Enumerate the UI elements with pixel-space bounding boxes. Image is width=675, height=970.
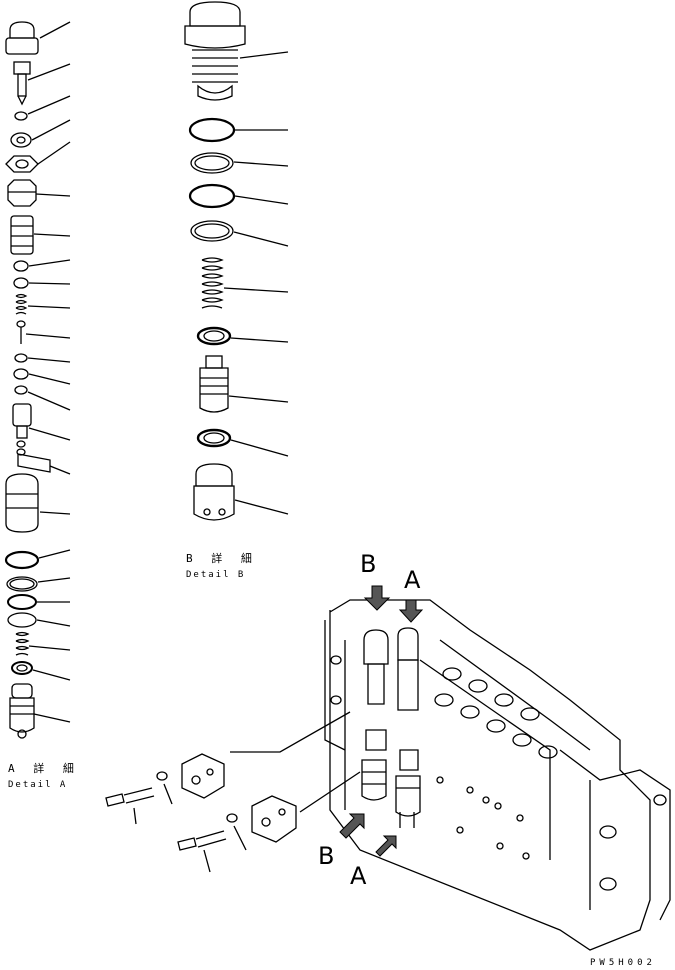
- view-label-b-top: B: [360, 550, 377, 578]
- installed-spool-b: [361, 629, 389, 801]
- part-a-needle: [16, 320, 71, 344]
- part-a-oring-9: [7, 594, 70, 610]
- part-a-ring-1: [14, 95, 71, 121]
- part-a-spool: [9, 683, 71, 739]
- view-label-a-top: A: [404, 566, 421, 594]
- detail-b-caption-en: Detail B: [186, 570, 246, 580]
- bolt-assembly-1: [105, 753, 225, 825]
- part-a-spring-1: [15, 293, 71, 315]
- view-label-a-bottom: A: [350, 862, 367, 890]
- part-a-washer-1: [5, 141, 71, 173]
- part-a-oring-5: [13, 368, 71, 385]
- part-a-oring-3: [13, 277, 71, 289]
- part-a-pin: [13, 61, 71, 106]
- part-b-oring-2: [188, 183, 289, 209]
- part-a-ring-7: [16, 440, 26, 456]
- part-a-oring-6: [14, 385, 71, 411]
- part-b-backup-ring-2: [190, 220, 289, 247]
- part-a-backup-ring-2: [7, 612, 71, 628]
- part-b-backup-ring-1: [190, 152, 289, 174]
- part-a-spring-2: [15, 631, 71, 656]
- arrow-b-top-icon: [363, 585, 391, 611]
- part-a-body: [5, 473, 71, 533]
- part-a-nut-1: [10, 119, 71, 148]
- detail-b-caption-jp: B 詳 細: [186, 552, 258, 565]
- part-a-oring-2: [13, 259, 71, 272]
- part-b-spring: [201, 257, 289, 309]
- detail-a-caption-jp: A 詳 細: [8, 762, 80, 775]
- view-label-b-bottom: B: [318, 842, 335, 870]
- part-a-poppet: [12, 403, 71, 441]
- part-b-oring-1: [188, 117, 288, 143]
- drawing-code: PW5H002: [590, 958, 656, 968]
- part-a-seat: [11, 661, 71, 681]
- detail-a-caption-en: Detail A: [8, 780, 68, 790]
- part-a-backup-ring-1: [6, 576, 71, 592]
- installed-spool-a: [395, 627, 421, 828]
- bolt-assembly-2: [177, 795, 297, 873]
- part-a-sleeve: [10, 215, 71, 255]
- part-b-spool: [199, 355, 289, 413]
- view-arrows: [339, 585, 424, 857]
- detail-b-parts: [184, 1, 289, 521]
- control-valve-body: [324, 599, 671, 951]
- leader-lines: [230, 711, 361, 813]
- arrow-b-bottom-icon: [339, 813, 365, 839]
- part-a-oring-4: [14, 353, 71, 363]
- arrow-a-top-icon: [398, 599, 424, 623]
- detail-a-parts: [4, 21, 71, 739]
- part-a-hex-nut: [7, 179, 71, 207]
- part-b-body: [193, 463, 289, 521]
- arrow-a-bottom-icon: [375, 835, 397, 857]
- part-a-plate: [17, 453, 71, 475]
- part-a-oring-8: [4, 549, 71, 570]
- part-b-seat-2: [196, 428, 289, 457]
- part-b-plug: [184, 1, 289, 101]
- part-b-seat-1: [196, 326, 289, 346]
- part-a-cap: [5, 21, 71, 55]
